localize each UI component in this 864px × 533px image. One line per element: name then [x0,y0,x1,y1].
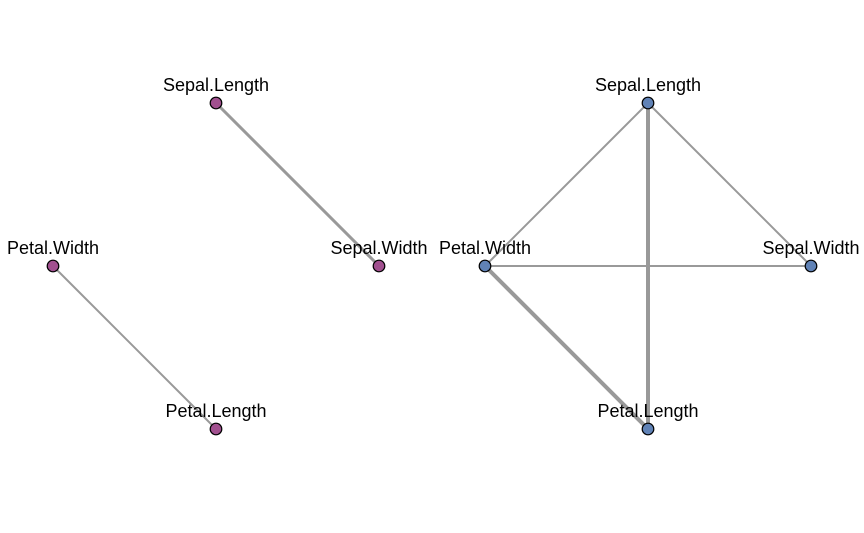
node-petal-length [209,422,223,436]
edge-sepal-length-sepal-width [214,101,381,268]
node-petal-length [641,422,655,436]
node-sepal-width [372,259,386,273]
node-label-petal-length: Petal.Length [597,401,698,421]
node-label-sepal-length: Sepal.Length [163,75,269,95]
edge-sepal-length-sepal-width [647,102,812,267]
node-label-petal-width: Petal.Width [7,238,99,258]
node-sepal-length [209,96,223,110]
node-sepal-length [641,96,655,110]
node-petal-width [478,259,492,273]
node-group [478,96,818,436]
edge-petal-width-petal-length [52,265,217,430]
edge-group [52,101,381,430]
node-label-petal-length: Petal.Length [165,401,266,421]
node-sepal-width [804,259,818,273]
node-label-sepal-length: Sepal.Length [595,75,701,95]
node-label-petal-width: Petal.Width [439,238,531,258]
edge-group [483,102,812,431]
edge-sepal-length-petal-width [484,102,649,267]
node-petal-width [46,259,60,273]
node-group [46,96,386,436]
edge-petal-width-petal-length [483,264,650,431]
node-label-sepal-width: Sepal.Width [330,238,427,258]
node-label-sepal-width: Sepal.Width [762,238,859,258]
